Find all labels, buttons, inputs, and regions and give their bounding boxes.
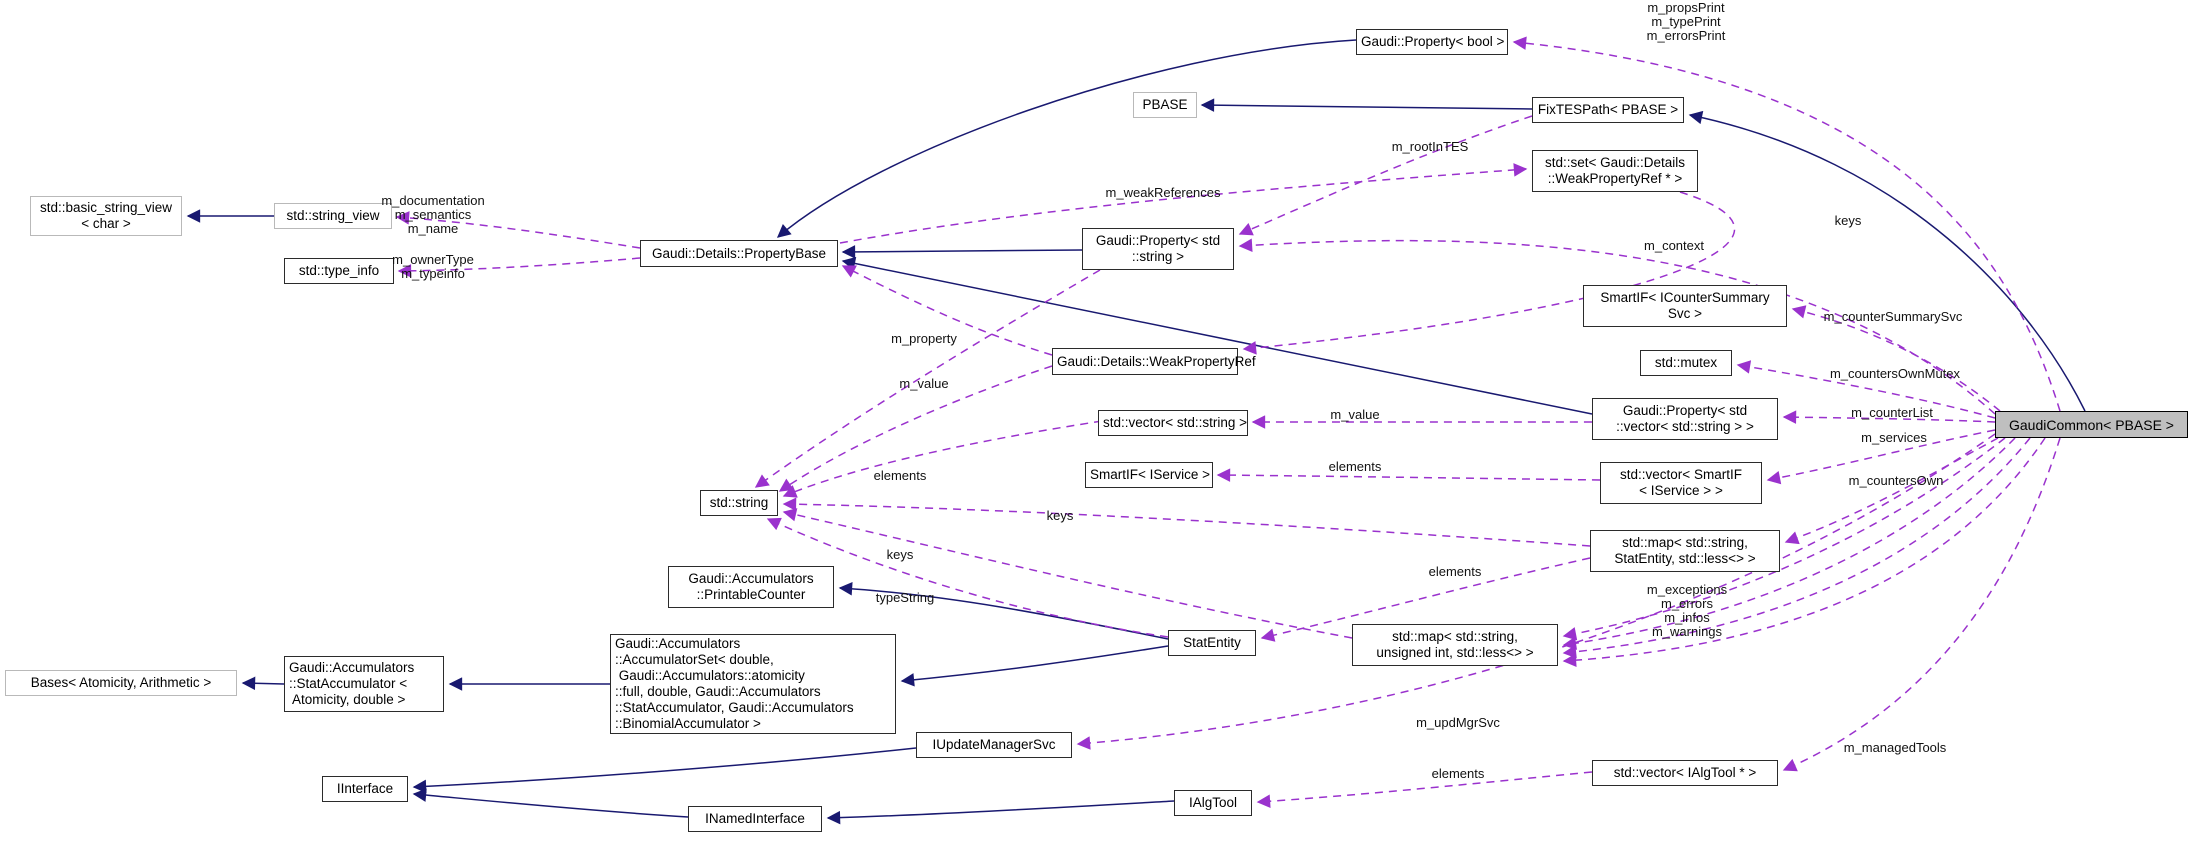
node-pbase[interactable]: PBASE [1133,92,1197,118]
edge-gaudicommon-to-mutex [1736,360,1996,419]
edge-gaudicommon-to-fixtespath [1688,110,2086,412]
edge-gaudicommon-to-map-uint-1 [1562,437,2006,641]
node-accumulator-set[interactable]: Gaudi::Accumulators ::AccumulatorSet< do… [610,634,896,734]
node-smartif-iservice[interactable]: SmartIF< IService > [1085,462,1213,488]
edge-fixtespath-to-pbase [1200,98,1533,112]
node-iinterface[interactable]: IInterface [322,776,408,802]
edge-gaudicommon-to-vector-ialgtool [1782,437,2061,772]
edge-fixtespath-to-propertystring [1238,115,1533,236]
node-property-bool[interactable]: Gaudi::Property< bool > [1356,29,1508,55]
edge-gaudicommon-to-propertyvectorstring [1782,410,1996,424]
edge-gaudicommon-to-propertybool [1512,36,2061,412]
edge-propertybool-to-propertybase [776,39,1357,238]
node-map-string-uint[interactable]: std::map< std::string, unsigned int, std… [1352,624,1558,666]
edge-gaudicommon-to-map-uint-4 [1562,437,2046,667]
node-iupdatemanagersvc[interactable]: IUpdateManagerSvc [916,732,1072,758]
node-fixtespath[interactable]: FixTESPath< PBASE > [1532,97,1684,123]
node-stat-accumulator[interactable]: Gaudi::Accumulators ::StatAccumulator < … [284,656,444,712]
edge-propertybase-to-set [839,163,1528,244]
edge-map-uint-to-string [782,508,1353,639]
edge-propertystring-to-string-value [754,269,1101,488]
edge-propertyvectorstring-to-propertybase [841,256,1593,415]
edge-propertystring-to-propertybase [841,245,1083,259]
node-vector-ialgtool[interactable]: std::vector< IAlgTool * > [1592,760,1778,786]
edge-inamedinterface-to-iinterface [412,788,689,818]
edge-weakpropertyref-to-string-value [778,365,1053,492]
node-vector-string[interactable]: std::vector< std::string > [1098,410,1248,436]
node-property-vector-string[interactable]: Gaudi::Property< std ::vector< std::stri… [1592,398,1778,440]
node-ialgtool[interactable]: IAlgTool [1174,790,1252,816]
edge-gaudicommon-to-map-statentity [1784,437,1999,545]
node-printable-counter[interactable]: Gaudi::Accumulators ::PrintableCounter [668,566,834,608]
node-map-string-statentity[interactable]: std::map< std::string, StatEntity, std::… [1590,530,1780,572]
node-basic-string-view[interactable]: std::basic_string_view < char > [30,196,182,236]
node-set-weakpropertyref[interactable]: std::set< Gaudi::Details ::WeakPropertyR… [1532,150,1698,192]
node-vector-smartif-iservice[interactable]: std::vector< SmartIF < IService > > [1600,462,1762,504]
node-weak-property-ref[interactable]: Gaudi::Details::WeakPropertyRef [1052,348,1256,375]
edge-statentity-to-string-typestring [766,517,1169,638]
edge-gaudicommon-to-vectorsmartif [1766,429,1996,485]
edge-set-to-weakpropertyref [1242,191,1736,355]
node-property-string[interactable]: Gaudi::Property< std ::string > [1082,228,1234,270]
edge-gaudicommon-to-propertystring-context [1238,238,1996,415]
node-std-mutex[interactable]: std::mutex [1640,350,1732,376]
edge-propertybase-to-stringview [395,211,641,249]
edge-gaudicommon-to-map-uint-3 [1562,437,2031,659]
edge-statentity-to-accumulatorset [900,645,1169,687]
edge-gaudicommon-to-iupdatemanagersvc [1076,433,1996,750]
node-gaudicommon[interactable]: GaudiCommon< PBASE > [1995,411,2188,438]
edge-iupdatemanagersvc-to-iinterface [412,747,917,794]
node-type-info[interactable]: std::type_info [284,258,394,284]
edge-weakpropertyref-to-propertybase [841,265,1053,356]
edge-map-statentity-to-string [782,497,1591,547]
edge-ialgtool-to-inamedinterface [826,800,1175,825]
edge-vector-ialgtool-to-ialgtool [1256,771,1593,808]
node-std-string[interactable]: std::string [700,490,778,516]
edge-stataccumulator-to-bases [241,676,285,691]
node-string-view[interactable]: std::string_view [274,203,392,229]
edge-gaudicommon-to-smartif-countersummary [1791,305,2001,412]
node-smartif-icountersummarysvc[interactable]: SmartIF< ICounterSummary Svc > [1583,285,1787,327]
node-inamedinterface[interactable]: INamedInterface [688,806,822,832]
edge-statentity-to-printablecounter [838,582,1169,640]
edge-vectorsmartif-to-smartif [1216,468,1601,482]
edge-vectorstring-to-string [782,420,1103,498]
edge-propertybase-to-typeinfo [397,257,641,278]
node-property-base[interactable]: Gaudi::Details::PropertyBase [640,240,838,267]
edge-gaudicommon-to-map-uint-2 [1562,437,2016,650]
node-bases-atomicity-arithmetic[interactable]: Bases< Atomicity, Arithmetic > [5,670,237,696]
node-stat-entity[interactable]: StatEntity [1168,630,1256,656]
edge-map-statentity-to-statentity [1260,557,1591,642]
